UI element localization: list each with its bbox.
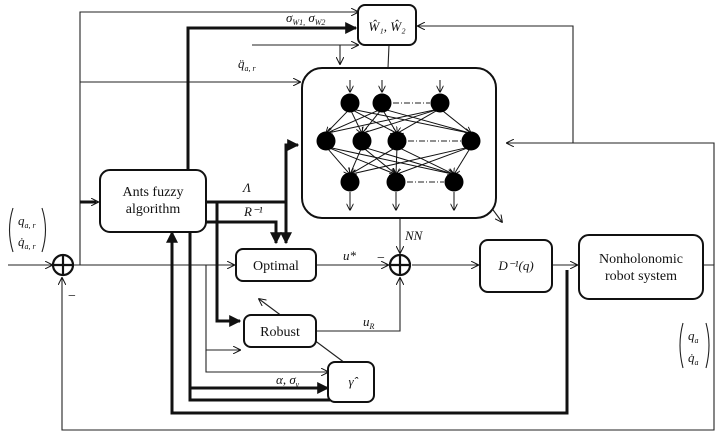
nn-label: NN [404, 228, 424, 243]
weights-label: Ŵ₁, Ŵ₂ [368, 19, 406, 34]
nn-edge [454, 146, 472, 175]
svg-text:q̇a, r: q̇a, r [18, 234, 37, 251]
nn-edge [349, 108, 397, 134]
nn-edge [325, 146, 396, 175]
u-r-label: uR [363, 314, 375, 331]
sigma-w-wire [186, 22, 358, 172]
minus-sum2: − [377, 251, 385, 266]
nn-neuron [352, 131, 372, 151]
nn-neuron [386, 172, 406, 192]
nn-edge [326, 108, 441, 134]
nn-neuron [316, 131, 336, 151]
nn-neuron [444, 172, 464, 192]
alpha-sigma-label: α, σγ [276, 372, 300, 389]
ants-fuzzy-label-2: algorithm [126, 202, 181, 217]
nn-edge [397, 108, 441, 134]
nn-edge [396, 146, 472, 175]
state-feedback-wire [62, 264, 715, 431]
nn-edge [381, 108, 397, 134]
nn-edge [349, 108, 471, 134]
minus-sum1: − [68, 289, 76, 304]
nn-neuron [340, 172, 360, 192]
plant-label-1: Nonholonomic [599, 252, 683, 267]
nn-edge [361, 146, 396, 175]
d-inverse-block[interactable] [479, 239, 553, 293]
plant-block[interactable] [578, 234, 704, 300]
robust-label: Robust [260, 325, 300, 340]
nn-edge [325, 146, 350, 175]
nn-edge [326, 108, 383, 134]
svg-text:qa: qa [688, 328, 699, 345]
d-inverse-label: D⁻¹(q) [497, 258, 533, 273]
nn-edge [350, 146, 472, 175]
weights-block[interactable] [357, 4, 417, 46]
nn-edge [361, 146, 454, 175]
nn-edge [439, 108, 471, 134]
nn-neuron [372, 93, 392, 113]
plant-to-nn-wire [507, 143, 715, 265]
robust-block[interactable] [243, 314, 317, 348]
nn-edge [362, 108, 441, 134]
nn-neuron [461, 131, 481, 151]
torque-feedback-wire [166, 230, 569, 415]
ants-to-robust-wire [215, 202, 242, 327]
sum-junction-2 [388, 253, 412, 277]
plant-label-2: robot system [605, 269, 677, 284]
ants-fuzzy-label-1: Ants fuzzy [122, 185, 183, 200]
nn-neuron [430, 93, 450, 113]
u-r-wire [316, 278, 400, 332]
optimal-block[interactable] [235, 248, 317, 282]
lambda-to-nn-wire [284, 139, 300, 202]
lambda-label: Λ [241, 180, 251, 195]
plant-to-weights-wire [418, 26, 574, 143]
output-vector: qa q̇a [679, 322, 710, 369]
nn-edge [396, 146, 454, 175]
nn-neuron [387, 131, 407, 151]
nn-neuron [340, 93, 360, 113]
ants-fuzzy-block[interactable] [99, 169, 207, 233]
svg-text:q̇a: q̇a [688, 350, 699, 367]
nn-edge [349, 108, 362, 134]
r-inv-wire [206, 220, 282, 245]
error-to-weights-wire [79, 12, 358, 265]
sum-junction-1 [51, 253, 75, 277]
alpha-sigma-wire [188, 382, 330, 400]
ref-input-vector: qa, r q̇a, r [8, 207, 47, 253]
qdd-label: q̈a, r [238, 56, 257, 73]
optimal-label: Optimal [253, 259, 299, 274]
gamma-hat-block[interactable] [327, 361, 375, 403]
nn-edge [325, 146, 454, 175]
gamma-hat-label: γ̂ [348, 374, 358, 389]
svg-text:qa, r: qa, r [18, 213, 37, 230]
nn-edge [350, 146, 398, 175]
u-star-label: u* [343, 248, 357, 263]
nn-edge [381, 108, 471, 134]
neural-network-graph [316, 80, 481, 210]
r-inv-label: R⁻¹ [243, 204, 263, 219]
